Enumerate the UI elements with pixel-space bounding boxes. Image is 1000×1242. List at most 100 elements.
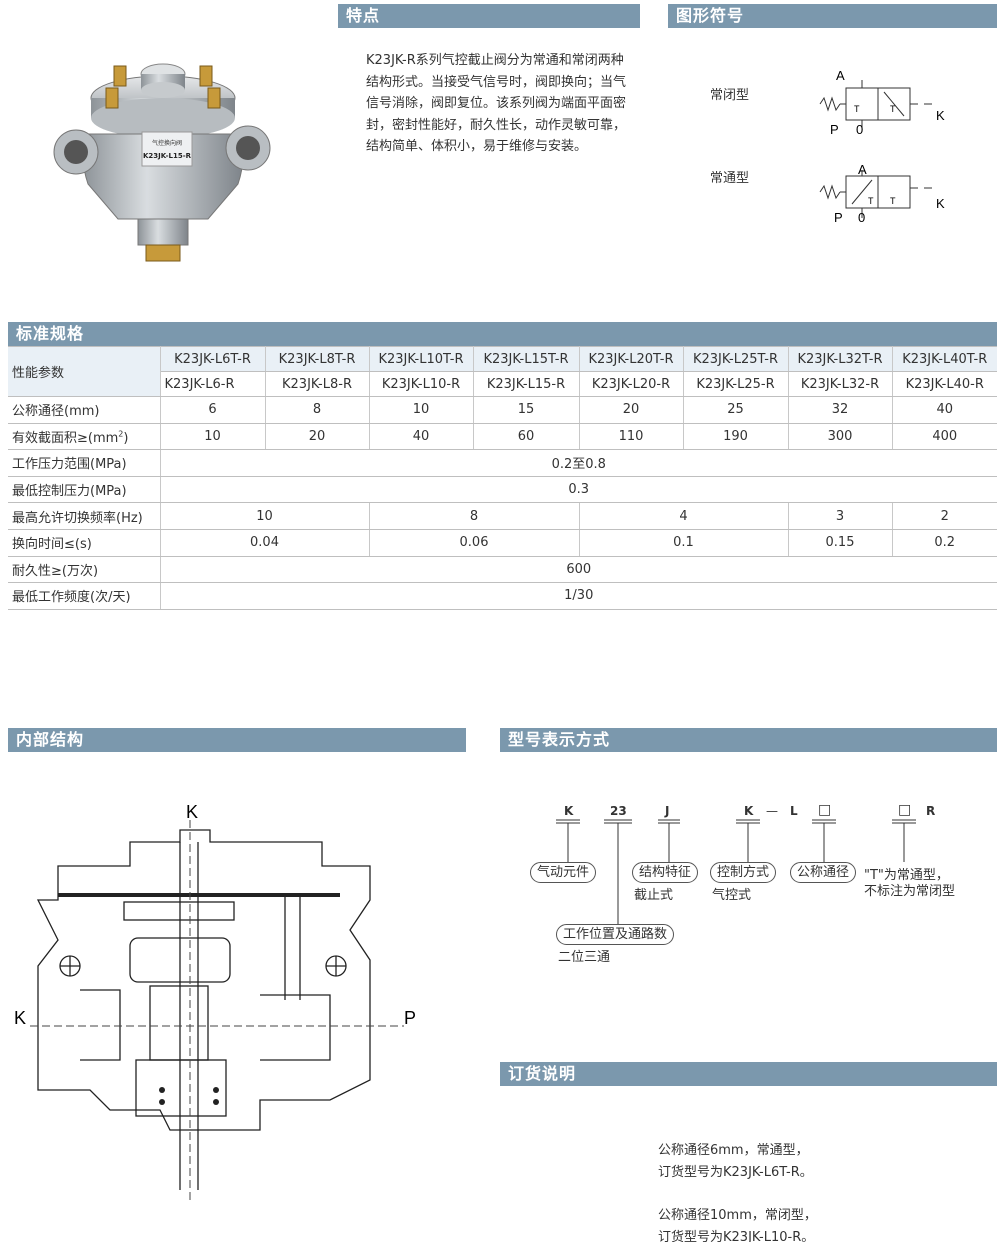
model-cell: K23JK-L20-R: [579, 371, 684, 397]
table-cell: 400: [892, 422, 997, 451]
order-line: 订货型号为K23JK-L6T-R。: [658, 1164, 813, 1180]
port-o-label: 0: [858, 210, 865, 225]
model-cell: K23JK-L10-R: [369, 371, 474, 397]
code-box1: □: [818, 802, 832, 818]
label-pneumatic-element: 气动元件: [530, 862, 597, 883]
model-code-diagram: K 23 J K — L □ □ R 气动元件 结构特征 截止式 控制方式 气控…: [520, 790, 990, 970]
order-example-2: 公称通径10mm，常闭型， 订货型号为K23JK-L10-R。: [658, 1205, 817, 1242]
code-j: J: [665, 804, 670, 818]
model-t-cell: K23JK-L40T-R: [892, 346, 997, 372]
table-cell: 300: [788, 422, 893, 451]
row-label: 有效截面积≥(mm2): [8, 422, 161, 451]
model-cell: K23JK-L25-R: [683, 371, 789, 397]
model-cell: K23JK-L6-R: [160, 371, 266, 397]
table-row-nominal: 公称通径(mm) 6 8 10 15 20 25 32 40: [8, 396, 997, 424]
code-23: 23: [610, 804, 627, 818]
port-o-label: 0: [856, 122, 863, 137]
code-dash: —: [766, 804, 778, 818]
table-cell: 0.06: [369, 528, 580, 557]
row-label: 公称通径(mm): [8, 396, 161, 424]
label-t-note-2: 不标注为常闭型: [864, 884, 956, 899]
table-row-min-freq: 最低工作频度(次/天) 1/30: [8, 582, 997, 610]
code-box2: □: [898, 802, 912, 818]
row-label: 耐久性≥(万次): [8, 555, 161, 584]
row-label: 换向时间≤(s): [8, 528, 161, 557]
table-cell: 6: [160, 396, 266, 424]
table-cell: 190: [683, 422, 789, 451]
port-p-label: P: [830, 122, 839, 137]
table-row-area: 有效截面积≥(mm2) 10 20 40 60 110 190 300 400: [8, 422, 997, 451]
table-cell: 40: [369, 422, 474, 451]
model-t-cell: K23JK-L32T-R: [788, 346, 893, 372]
order-line: 公称通径10mm，常闭型，: [658, 1208, 817, 1223]
table-cell: 8: [369, 502, 580, 530]
port-p-label: P: [834, 210, 843, 225]
order-line: 公称通径6mm，常通型，: [658, 1143, 809, 1158]
code-r: R: [926, 804, 936, 818]
header-structure: 内部结构: [8, 728, 466, 752]
table-cell: 60: [473, 422, 580, 451]
product-label-name: 气控换向阀: [152, 139, 182, 147]
table-cell: 600: [160, 555, 997, 584]
table-cell: 0.15: [788, 528, 893, 557]
param-header: 性能参数: [8, 346, 161, 397]
table-cell: 20: [579, 396, 684, 424]
row-label: 最低控制压力(MPa): [8, 475, 161, 504]
label-structure-feature: 结构特征: [632, 862, 699, 883]
spec-table: 性能参数 K23JK-L6T-R K23JK-L8T-R K23JK-L10T-…: [8, 346, 997, 610]
label-positions-ports: 工作位置及通路数: [556, 924, 675, 945]
table-cell: 3: [788, 502, 893, 530]
header-spec: 标准规格: [8, 322, 997, 346]
structure-p-right: P: [404, 1008, 416, 1028]
table-cell: 8: [265, 396, 370, 424]
row-label-end: ): [123, 430, 129, 446]
table-cell: 0.2: [892, 528, 997, 557]
row-label: 最高允许切换频率(Hz): [8, 502, 161, 530]
t-mark: T: [890, 104, 896, 114]
code-l: L: [790, 804, 798, 818]
table-cell: 4: [579, 502, 789, 530]
table-cell: 15: [473, 396, 580, 424]
port-a-label: A: [858, 162, 867, 177]
model-cell: K23JK-L15-R: [473, 371, 580, 397]
model-t-cell: K23JK-L15T-R: [473, 346, 580, 372]
label-nominal-diameter: 公称通径: [790, 862, 857, 883]
table-cell: 10: [160, 422, 266, 451]
header-model: 型号表示方式: [500, 728, 997, 752]
port-a-label: A: [836, 68, 845, 83]
model-t-cell: K23JK-L10T-R: [369, 346, 474, 372]
table-cell: 0.2至0.8: [160, 449, 997, 477]
table-row-min-control: 最低控制压力(MPa) 0.3: [8, 475, 997, 504]
product-label-model: K23JK-L15-R: [143, 152, 192, 160]
order-notes: 公称通径6mm，常通型， 订货型号为K23JK-L6T-R。 公称通径10mm，…: [658, 1140, 817, 1242]
code-k2: K: [744, 804, 754, 818]
order-line: 订货型号为K23JK-L10-R。: [658, 1229, 815, 1242]
row-label: 工作压力范围(MPa): [8, 449, 161, 477]
order-example-1: 公称通径6mm，常通型， 订货型号为K23JK-L6T-R。: [658, 1140, 817, 1183]
table-row-models-t: 性能参数 K23JK-L6T-R K23JK-L8T-R K23JK-L10T-…: [8, 346, 997, 397]
header-features: 特点: [338, 4, 640, 28]
table-cell: 1/30: [160, 582, 997, 610]
structure-k-top: K: [186, 802, 198, 822]
label-structure-feature-sub: 截止式: [634, 888, 674, 903]
t-mark: T: [868, 196, 874, 206]
model-t-cell: K23JK-L6T-R: [160, 346, 266, 372]
t-mark: T: [890, 196, 896, 206]
symbol-normally-closed-label: 常闭型: [710, 88, 750, 103]
table-cell: 32: [788, 396, 893, 424]
symbol-normally-open: A T T P 0 K: [819, 162, 945, 225]
table-row-models: K23JK-L6-R K23JK-L8-R K23JK-L10-R K23JK-…: [8, 371, 997, 397]
port-k-label: K: [936, 196, 945, 211]
table-row-pressure: 工作压力范围(MPa) 0.2至0.8: [8, 449, 997, 477]
features-text: K23JK-R系列气控截止阀分为常通和常闭两种结构形式。当接受气信号时，阀即换向…: [366, 53, 627, 154]
model-t-cell: K23JK-L20T-R: [579, 346, 684, 372]
model-t-cell: K23JK-L25T-R: [683, 346, 789, 372]
t-mark: T: [854, 104, 860, 114]
table-cell: 40: [892, 396, 997, 424]
table-cell: 2: [892, 502, 997, 530]
row-label-sup: 2: [118, 429, 124, 439]
table-row-durability: 耐久性≥(万次) 600: [8, 555, 997, 584]
code-k1: K: [564, 804, 574, 818]
header-symbol: 图形符号: [668, 4, 997, 28]
row-label-text: 有效截面积≥(mm: [12, 430, 119, 446]
